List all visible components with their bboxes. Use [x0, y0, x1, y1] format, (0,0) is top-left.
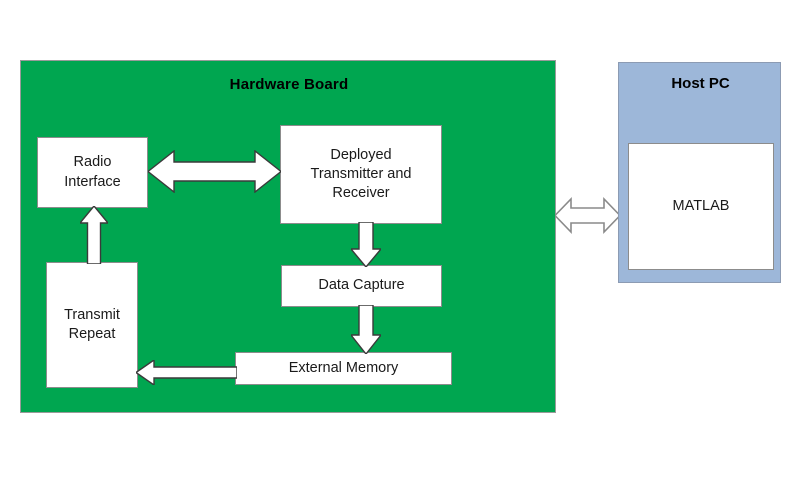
arrow-data-capture-to-external-memory-down	[351, 305, 381, 354]
arrow-external-memory-to-transmit-repeat-left	[136, 360, 237, 385]
block-deployed-transmitter-receiver[interactable]: Deployed Transmitter and Receiver	[280, 125, 442, 224]
block-matlab[interactable]: MATLAB	[628, 143, 774, 270]
block-transmit-repeat-line2: Repeat	[68, 326, 116, 342]
block-transmit-repeat-label: Transmit Repeat	[64, 306, 120, 344]
block-deployed-line1: Deployed	[330, 146, 392, 163]
arrow-hardware-board-to-host-pc-bidirectional	[555, 194, 620, 237]
arrow-radio-interface-to-deployed-bidirectional	[148, 150, 281, 193]
arrow-deployed-to-data-capture-down	[351, 222, 381, 267]
block-external-memory[interactable]: External Memory	[235, 352, 452, 385]
block-external-memory-label: External Memory	[288, 359, 399, 376]
hardware-board-title: Hardware Board	[229, 76, 349, 93]
block-transmit-repeat-line1: Transmit	[64, 306, 120, 323]
block-data-capture[interactable]: Data Capture	[281, 265, 442, 307]
block-matlab-label: MATLAB	[672, 197, 730, 214]
block-deployed-line3: Receiver	[332, 185, 390, 202]
host-pc-title: Host PC	[671, 75, 730, 92]
arrow-transmit-repeat-to-radio-interface-up	[80, 206, 108, 264]
block-radio-interface-line2: Interface	[64, 173, 121, 190]
block-radio-interface-line1: Radio	[73, 154, 112, 171]
block-deployed-line2: Transmitter and	[310, 165, 412, 182]
block-radio-interface[interactable]: Radio Interface	[37, 137, 148, 208]
block-transmit-repeat[interactable]: Transmit Repeat	[46, 262, 138, 388]
block-radio-interface-label: Radio Interface	[64, 153, 120, 191]
block-data-capture-label: Data Capture	[318, 277, 405, 294]
block-deployed-transmitter-receiver-label: Deployed Transmitter and Receiver	[311, 146, 412, 203]
